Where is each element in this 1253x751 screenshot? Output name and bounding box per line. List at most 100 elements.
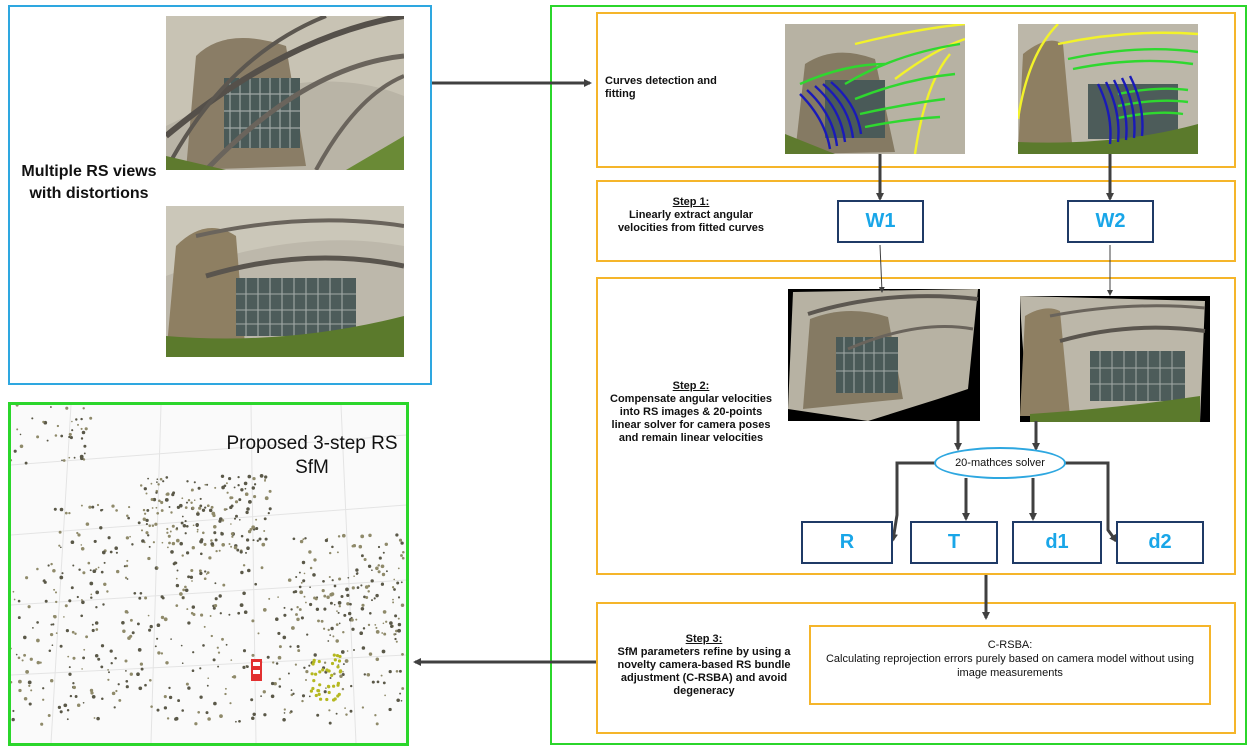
cloud-point <box>345 587 349 592</box>
cloud-point <box>206 504 210 508</box>
cloud-point <box>181 497 184 500</box>
cloud-point <box>325 697 329 702</box>
cloud-point <box>140 529 144 532</box>
cloud-point <box>360 534 365 539</box>
cloud-point <box>375 566 379 571</box>
cloud-point <box>65 406 69 410</box>
cloud-point <box>168 506 171 508</box>
cloud-point <box>89 688 94 693</box>
cloud-point <box>332 698 336 702</box>
cloud-point <box>40 722 44 726</box>
cloud-point <box>309 566 313 570</box>
cloud-point <box>295 575 298 579</box>
cloud-point <box>213 603 218 608</box>
cloud-point <box>54 591 58 594</box>
cloud-point <box>400 603 405 607</box>
cloud-point <box>156 566 159 569</box>
cloud-point <box>229 702 232 705</box>
cloud-point <box>264 475 268 479</box>
cloud-point <box>65 629 69 633</box>
cloud-point <box>308 695 311 698</box>
cloud-point <box>167 546 169 549</box>
cloud-point <box>23 653 27 657</box>
cloud-point <box>277 631 281 635</box>
cloud-point <box>111 691 116 696</box>
cloud-point <box>109 550 113 554</box>
cloud-point <box>199 539 203 544</box>
cloud-point <box>192 613 196 616</box>
cloud-point <box>27 605 31 609</box>
cloud-point <box>100 570 104 574</box>
cloud-point <box>368 652 373 656</box>
cloud-point <box>243 481 248 486</box>
cloud-point <box>375 657 380 662</box>
cloud-point <box>308 550 312 554</box>
cloud-point <box>228 613 231 616</box>
cloud-point <box>13 449 17 453</box>
cloud-point <box>205 711 209 715</box>
cloud-point <box>338 654 342 659</box>
cloud-point <box>144 596 148 600</box>
cloud-point <box>328 575 331 579</box>
cloud-point <box>117 683 120 686</box>
cloud-point <box>83 452 86 455</box>
cloud-point <box>399 692 402 695</box>
cloud-point <box>398 538 403 542</box>
cloud-point <box>287 672 290 675</box>
cloud-point <box>344 659 349 663</box>
cloud-point <box>283 712 286 714</box>
cloud-point <box>99 526 103 530</box>
cloud-point <box>81 430 86 435</box>
cloud-point <box>337 601 342 605</box>
cloud-point <box>335 623 339 626</box>
cloud-point <box>247 568 251 573</box>
cloud-point <box>259 474 264 478</box>
cloud-point <box>226 491 229 494</box>
cloud-point <box>246 665 249 668</box>
cloud-point <box>275 617 279 621</box>
cloud-point <box>336 610 338 612</box>
cloud-point <box>54 434 58 437</box>
cloud-point <box>251 619 255 623</box>
cloud-point <box>163 695 167 699</box>
cloud-point <box>165 661 169 665</box>
cloud-point <box>224 687 227 690</box>
point-cloud-view <box>11 405 406 743</box>
cloud-point <box>83 444 87 448</box>
cloud-point <box>43 579 46 582</box>
cloud-point <box>303 666 306 670</box>
cloud-point <box>298 571 301 574</box>
cloud-point <box>314 672 318 676</box>
cloud-point <box>76 595 79 599</box>
cloud-point <box>185 501 189 504</box>
cloud-point <box>125 564 129 568</box>
cloud-point <box>150 705 153 708</box>
cloud-point <box>239 603 244 607</box>
step1-box <box>596 180 1236 262</box>
cloud-point <box>292 537 296 541</box>
cloud-point <box>383 632 387 636</box>
cloud-point <box>131 543 134 546</box>
cloud-point <box>168 541 171 545</box>
cloud-point <box>261 542 266 547</box>
cloud-point <box>218 519 222 523</box>
cloud-point <box>53 615 57 619</box>
cloud-point <box>323 594 327 598</box>
cloud-point <box>268 507 272 511</box>
cloud-point <box>156 478 159 480</box>
cloud-point <box>371 599 373 602</box>
cloud-point <box>228 477 232 481</box>
cloud-point <box>96 716 100 721</box>
cloud-point <box>282 635 287 640</box>
cloud-point <box>359 631 364 636</box>
cloud-point <box>282 718 286 722</box>
cloud-point <box>145 492 148 495</box>
cloud-point <box>123 565 126 568</box>
cloud-point <box>55 632 58 634</box>
cloud-point <box>193 481 196 484</box>
cloud-point <box>373 597 376 600</box>
cloud-point <box>382 681 386 685</box>
step1-label: Step 1: Linearly extract angular velocit… <box>606 196 776 235</box>
cloud-point <box>340 650 345 654</box>
cloud-point <box>140 667 144 671</box>
